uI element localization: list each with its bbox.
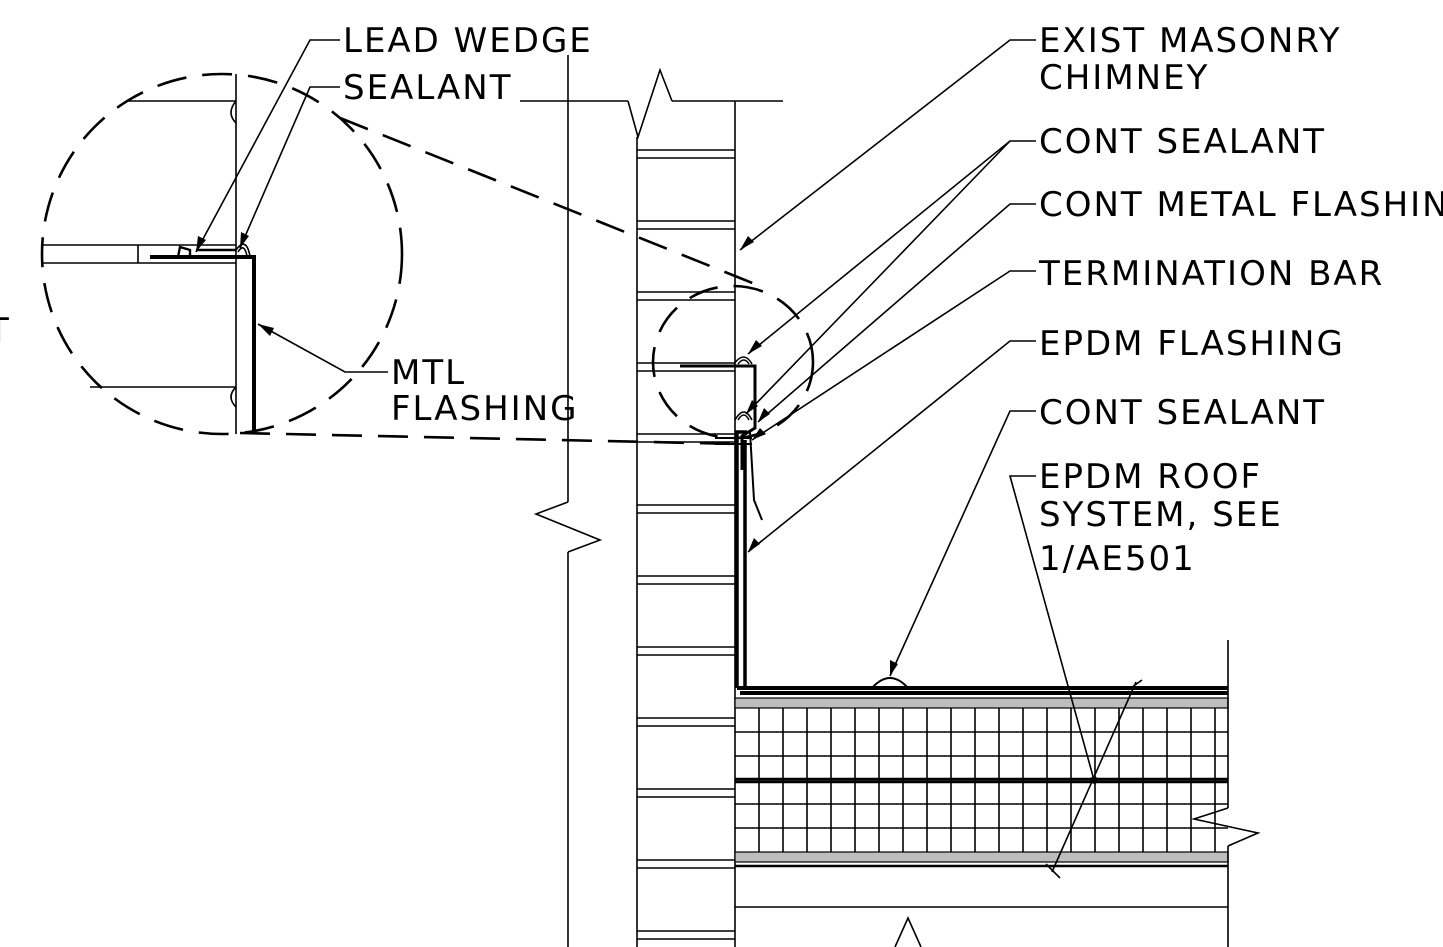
label-termination-bar: TERMINATION BAR: [1038, 254, 1384, 294]
roof-system-indicator: [1045, 679, 1143, 879]
label-exist-masonry-line2: CHIMNEY: [1039, 58, 1209, 98]
cont-sealant-bead: [871, 677, 909, 689]
label-cont-sealant-top: CONT SEALANT: [1039, 122, 1326, 162]
label-cut-off-left: T: [0, 311, 11, 351]
roof-assembly: [734, 640, 1261, 947]
label-cont-metal-flashing: CONT METAL FLASHING: [1039, 185, 1443, 225]
label-lead-wedge: LEAD WEDGE: [343, 21, 593, 61]
label-mtl-flashing-line1: MTL: [391, 353, 466, 393]
leader-arrowheads: [196, 232, 898, 676]
detail-callout-small-circle: [651, 284, 815, 440]
callout-connector-top: [339, 116, 756, 286]
annotation-labels: LEAD WEDGE SEALANT MTL FLASHING EXIST MA…: [0, 21, 1443, 579]
section-cut-top: [520, 67, 783, 140]
label-epdm-roof-line1: EPDM ROOF: [1039, 457, 1262, 497]
label-epdm-roof-line3: 1/AE501: [1039, 539, 1196, 579]
section-cut-bottom: [894, 916, 922, 947]
label-epdm-flashing: EPDM FLASHING: [1039, 324, 1345, 364]
detail-callout-large-circle: [40, 72, 404, 436]
break-line-right: [1190, 640, 1261, 947]
label-epdm-roof-line2: SYSTEM, SEE: [1039, 495, 1283, 535]
leader-lines: [195, 39, 1095, 781]
callout-connector-bottom: [239, 431, 741, 446]
label-sealant: SEALANT: [343, 68, 513, 108]
cover-board-top: [734, 697, 1229, 709]
break-line-left: [533, 55, 603, 947]
label-cont-sealant-bottom: CONT SEALANT: [1039, 393, 1326, 433]
enlarged-detail: [42, 74, 256, 434]
masonry-chimney-wall: [636, 101, 736, 947]
cover-board-bottom: [734, 851, 1229, 863]
epdm-membrane: [737, 686, 1228, 695]
label-exist-masonry-line1: EXIST MASONRY: [1039, 21, 1342, 61]
label-mtl-flashing-line2: FLASHING: [391, 389, 579, 429]
